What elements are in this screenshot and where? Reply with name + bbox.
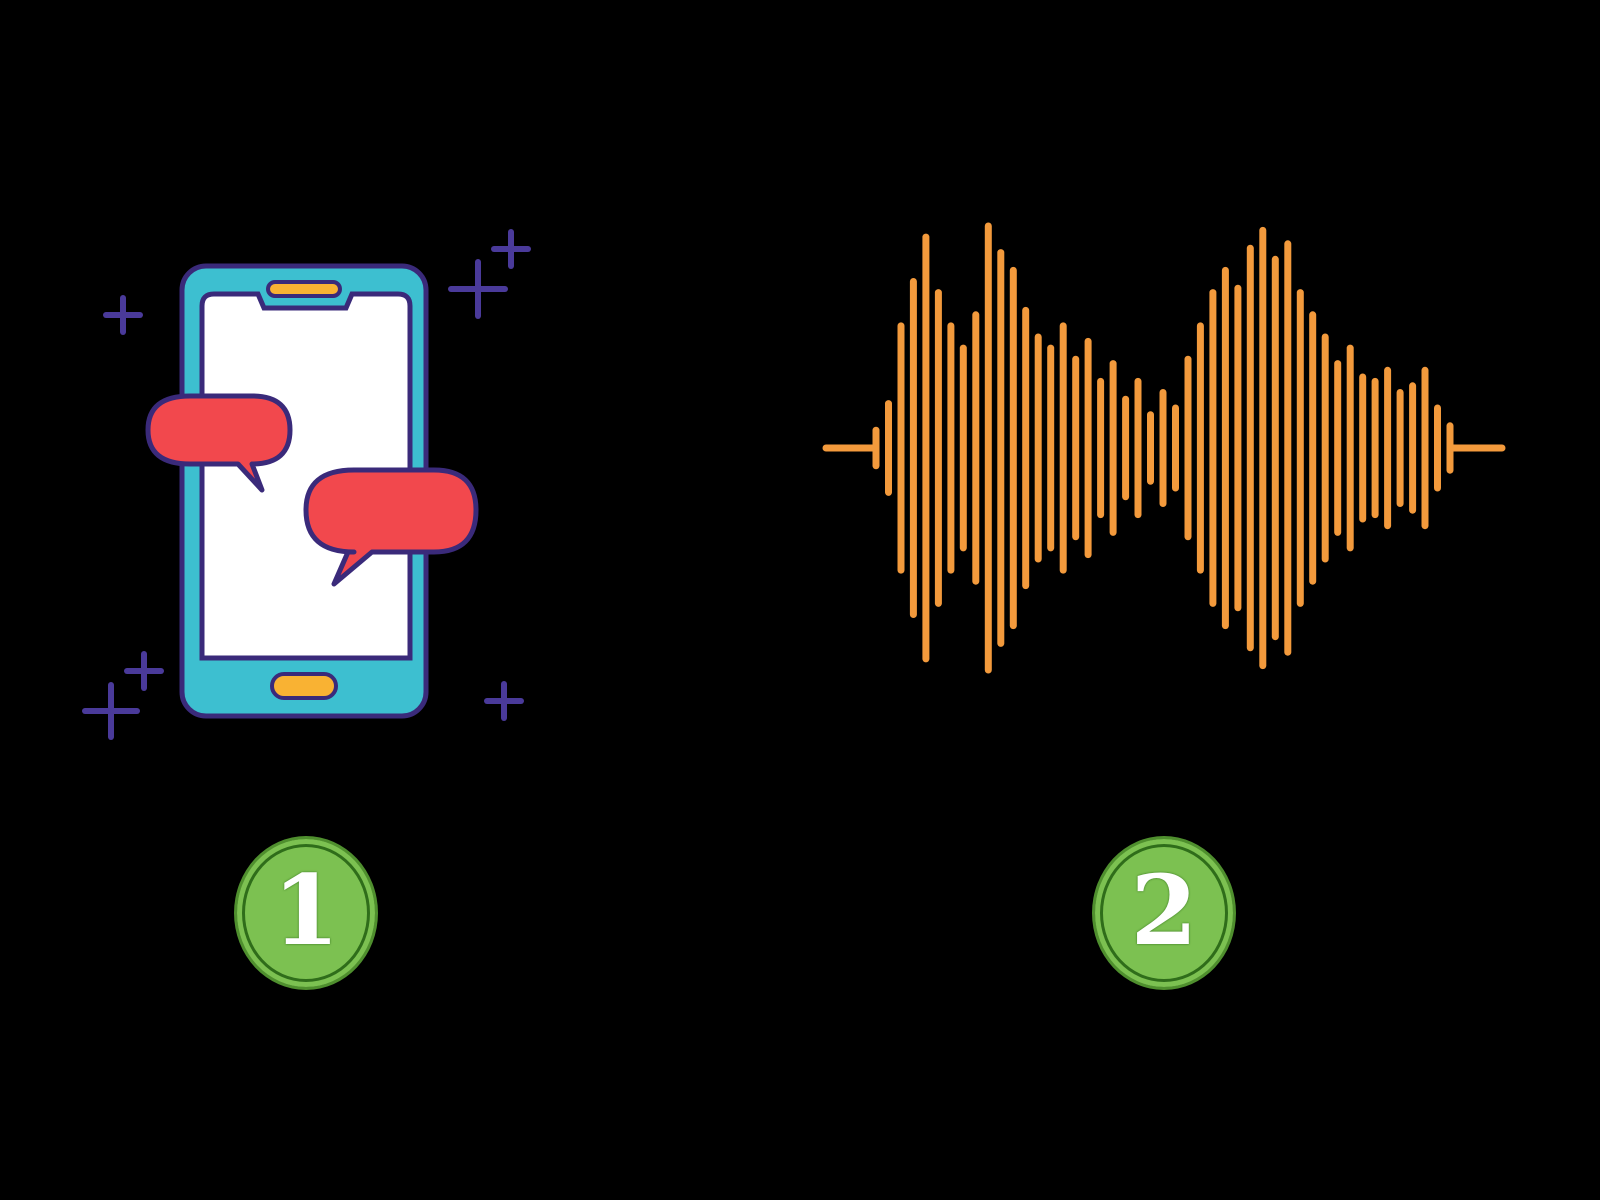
sound-wave-icon[interactable] [822,222,1506,674]
option-2-badge[interactable]: 2 [1092,836,1236,990]
option-1-badge[interactable]: 1 [234,836,378,990]
option-2-number: 2 [1130,854,1198,967]
chat-bubble-icon [303,467,479,587]
phone-speaker [266,280,342,298]
option-1-number: 1 [272,854,340,967]
phone-home-button [270,672,338,700]
sparkle-icon [82,229,531,740]
wave-bars [872,222,1454,674]
chat-bubble-icon [145,393,293,493]
smartphone-chat-icon[interactable] [82,229,531,740]
